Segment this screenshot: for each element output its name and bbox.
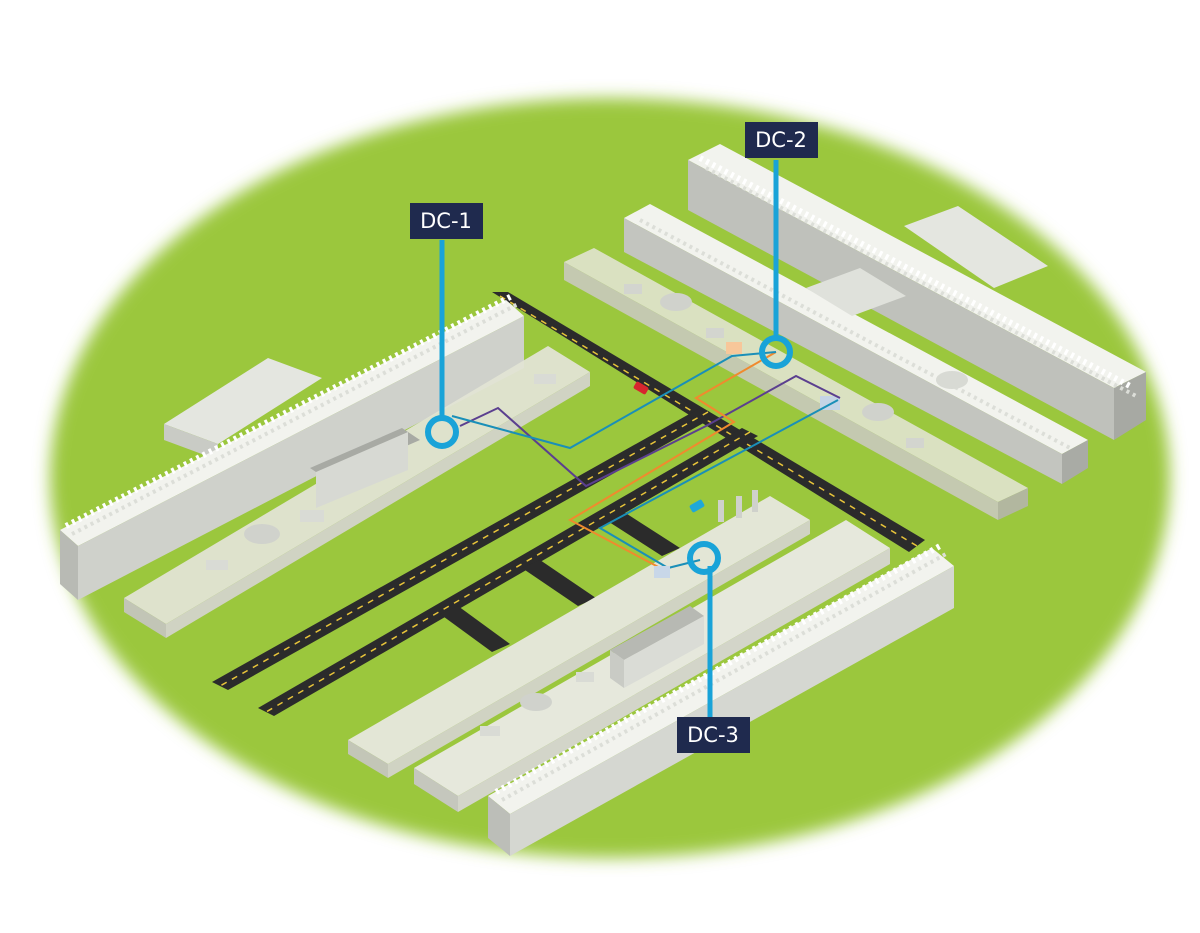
link-blue (451, 351, 777, 450)
road-connector-3 (606, 512, 680, 556)
label-dc1: DC-1 (420, 209, 472, 233)
roads (212, 292, 925, 716)
marker-dc1: DC-1 (410, 203, 483, 449)
building-group-dc1 (60, 293, 590, 638)
car-red (633, 381, 649, 395)
road-ne (492, 292, 925, 552)
label-dc3-box (677, 717, 750, 753)
label-dc1-box (410, 203, 483, 239)
label-dc2-box (745, 122, 818, 158)
marker-dc2: DC-2 (745, 122, 818, 369)
marker-dc3: DC-3 (677, 541, 750, 753)
car-blue (689, 499, 705, 513)
network-links (451, 342, 841, 578)
link-purple (459, 374, 841, 488)
label-dc2: DC-2 (755, 128, 807, 152)
hall-dc3-top (488, 548, 954, 814)
link-blue-2 (597, 399, 839, 570)
hall-dc1-top (60, 300, 524, 546)
road-connector-2 (522, 560, 596, 606)
road-connector-1 (440, 606, 510, 652)
building-group-dc2 (564, 144, 1146, 520)
label-dc3: DC-3 (687, 723, 739, 747)
building-group-dc3 (348, 490, 954, 856)
pad-dc3-a (348, 496, 810, 764)
link-orange (567, 351, 777, 571)
